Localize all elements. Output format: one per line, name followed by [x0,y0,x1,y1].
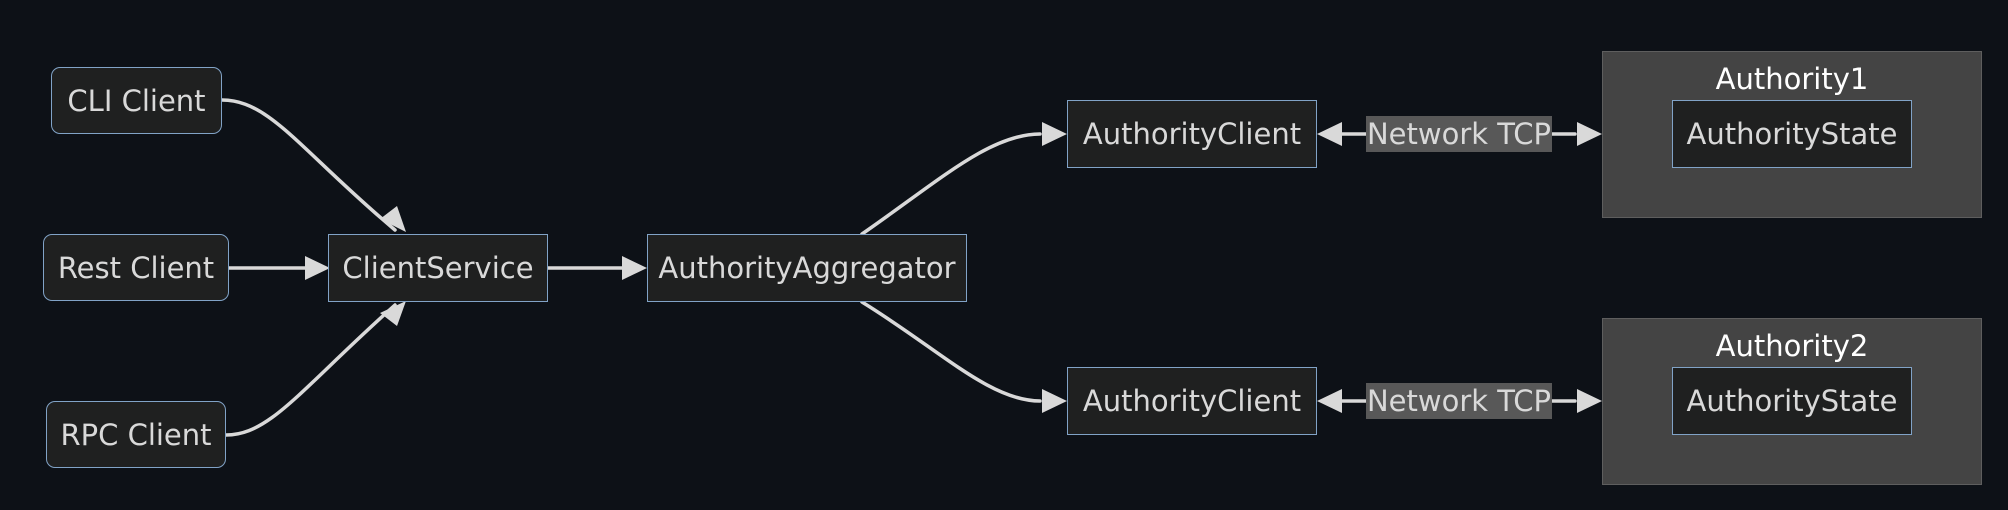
node-authority-client-2[interactable]: AuthorityClient [1067,367,1317,435]
edge-aggregator-to-authorityclient-2 [860,300,1042,403]
cluster-authority1-title: Authority1 [1715,62,1869,96]
node-authority-aggregator[interactable]: AuthorityAggregator [647,234,967,302]
arrowhead-cli-to-clientservice [380,206,406,232]
node-rpc-client-label: RPC Client [60,417,212,452]
node-client-service-label: ClientService [342,251,534,285]
arrowhead-authorityclient-1 [1042,122,1067,146]
node-client-service[interactable]: ClientService [328,234,548,302]
node-rest-client[interactable]: Rest Client [43,234,229,301]
node-authority-state-2[interactable]: AuthorityState [1672,367,1912,435]
node-cli-client[interactable]: CLI Client [51,67,222,134]
node-authority-client-1-label: AuthorityClient [1082,117,1302,151]
node-authority-state-2-label: AuthorityState [1686,384,1898,418]
edge-rpc-to-clientservice [224,303,397,437]
node-authority-aggregator-label: AuthorityAggregator [658,251,956,285]
node-authority-state-1-label: AuthorityState [1686,117,1898,151]
arrowhead-clientservice-to-aggregator [622,256,647,280]
arrowhead-network-1-left [1317,122,1342,146]
node-authority-client-2-label: AuthorityClient [1082,384,1302,418]
edge-label-network-1: Network TCP [1366,116,1552,152]
node-rest-client-label: Rest Client [57,250,215,285]
edge-label-network-2: Network TCP [1366,383,1552,419]
arrowhead-rpc-to-clientservice [380,301,406,326]
node-rpc-client[interactable]: RPC Client [46,401,226,468]
edge-label-network-2-text: Network TCP [1366,384,1552,418]
edge-label-network-1-text: Network TCP [1366,117,1552,151]
cluster-authority2-title: Authority2 [1715,329,1869,363]
node-authority-state-1[interactable]: AuthorityState [1672,100,1912,168]
edge-cli-to-clientservice [220,98,397,232]
node-authority-client-1[interactable]: AuthorityClient [1067,100,1317,168]
arrowhead-network-1-right [1577,122,1602,146]
node-cli-client-label: CLI Client [67,83,206,118]
arrowhead-authorityclient-2 [1042,389,1067,413]
arrowhead-network-2-left [1317,389,1342,413]
arrowhead-rest-to-clientservice [305,256,330,280]
edge-aggregator-to-authorityclient-1 [860,132,1042,236]
arrowhead-network-2-right [1577,389,1602,413]
